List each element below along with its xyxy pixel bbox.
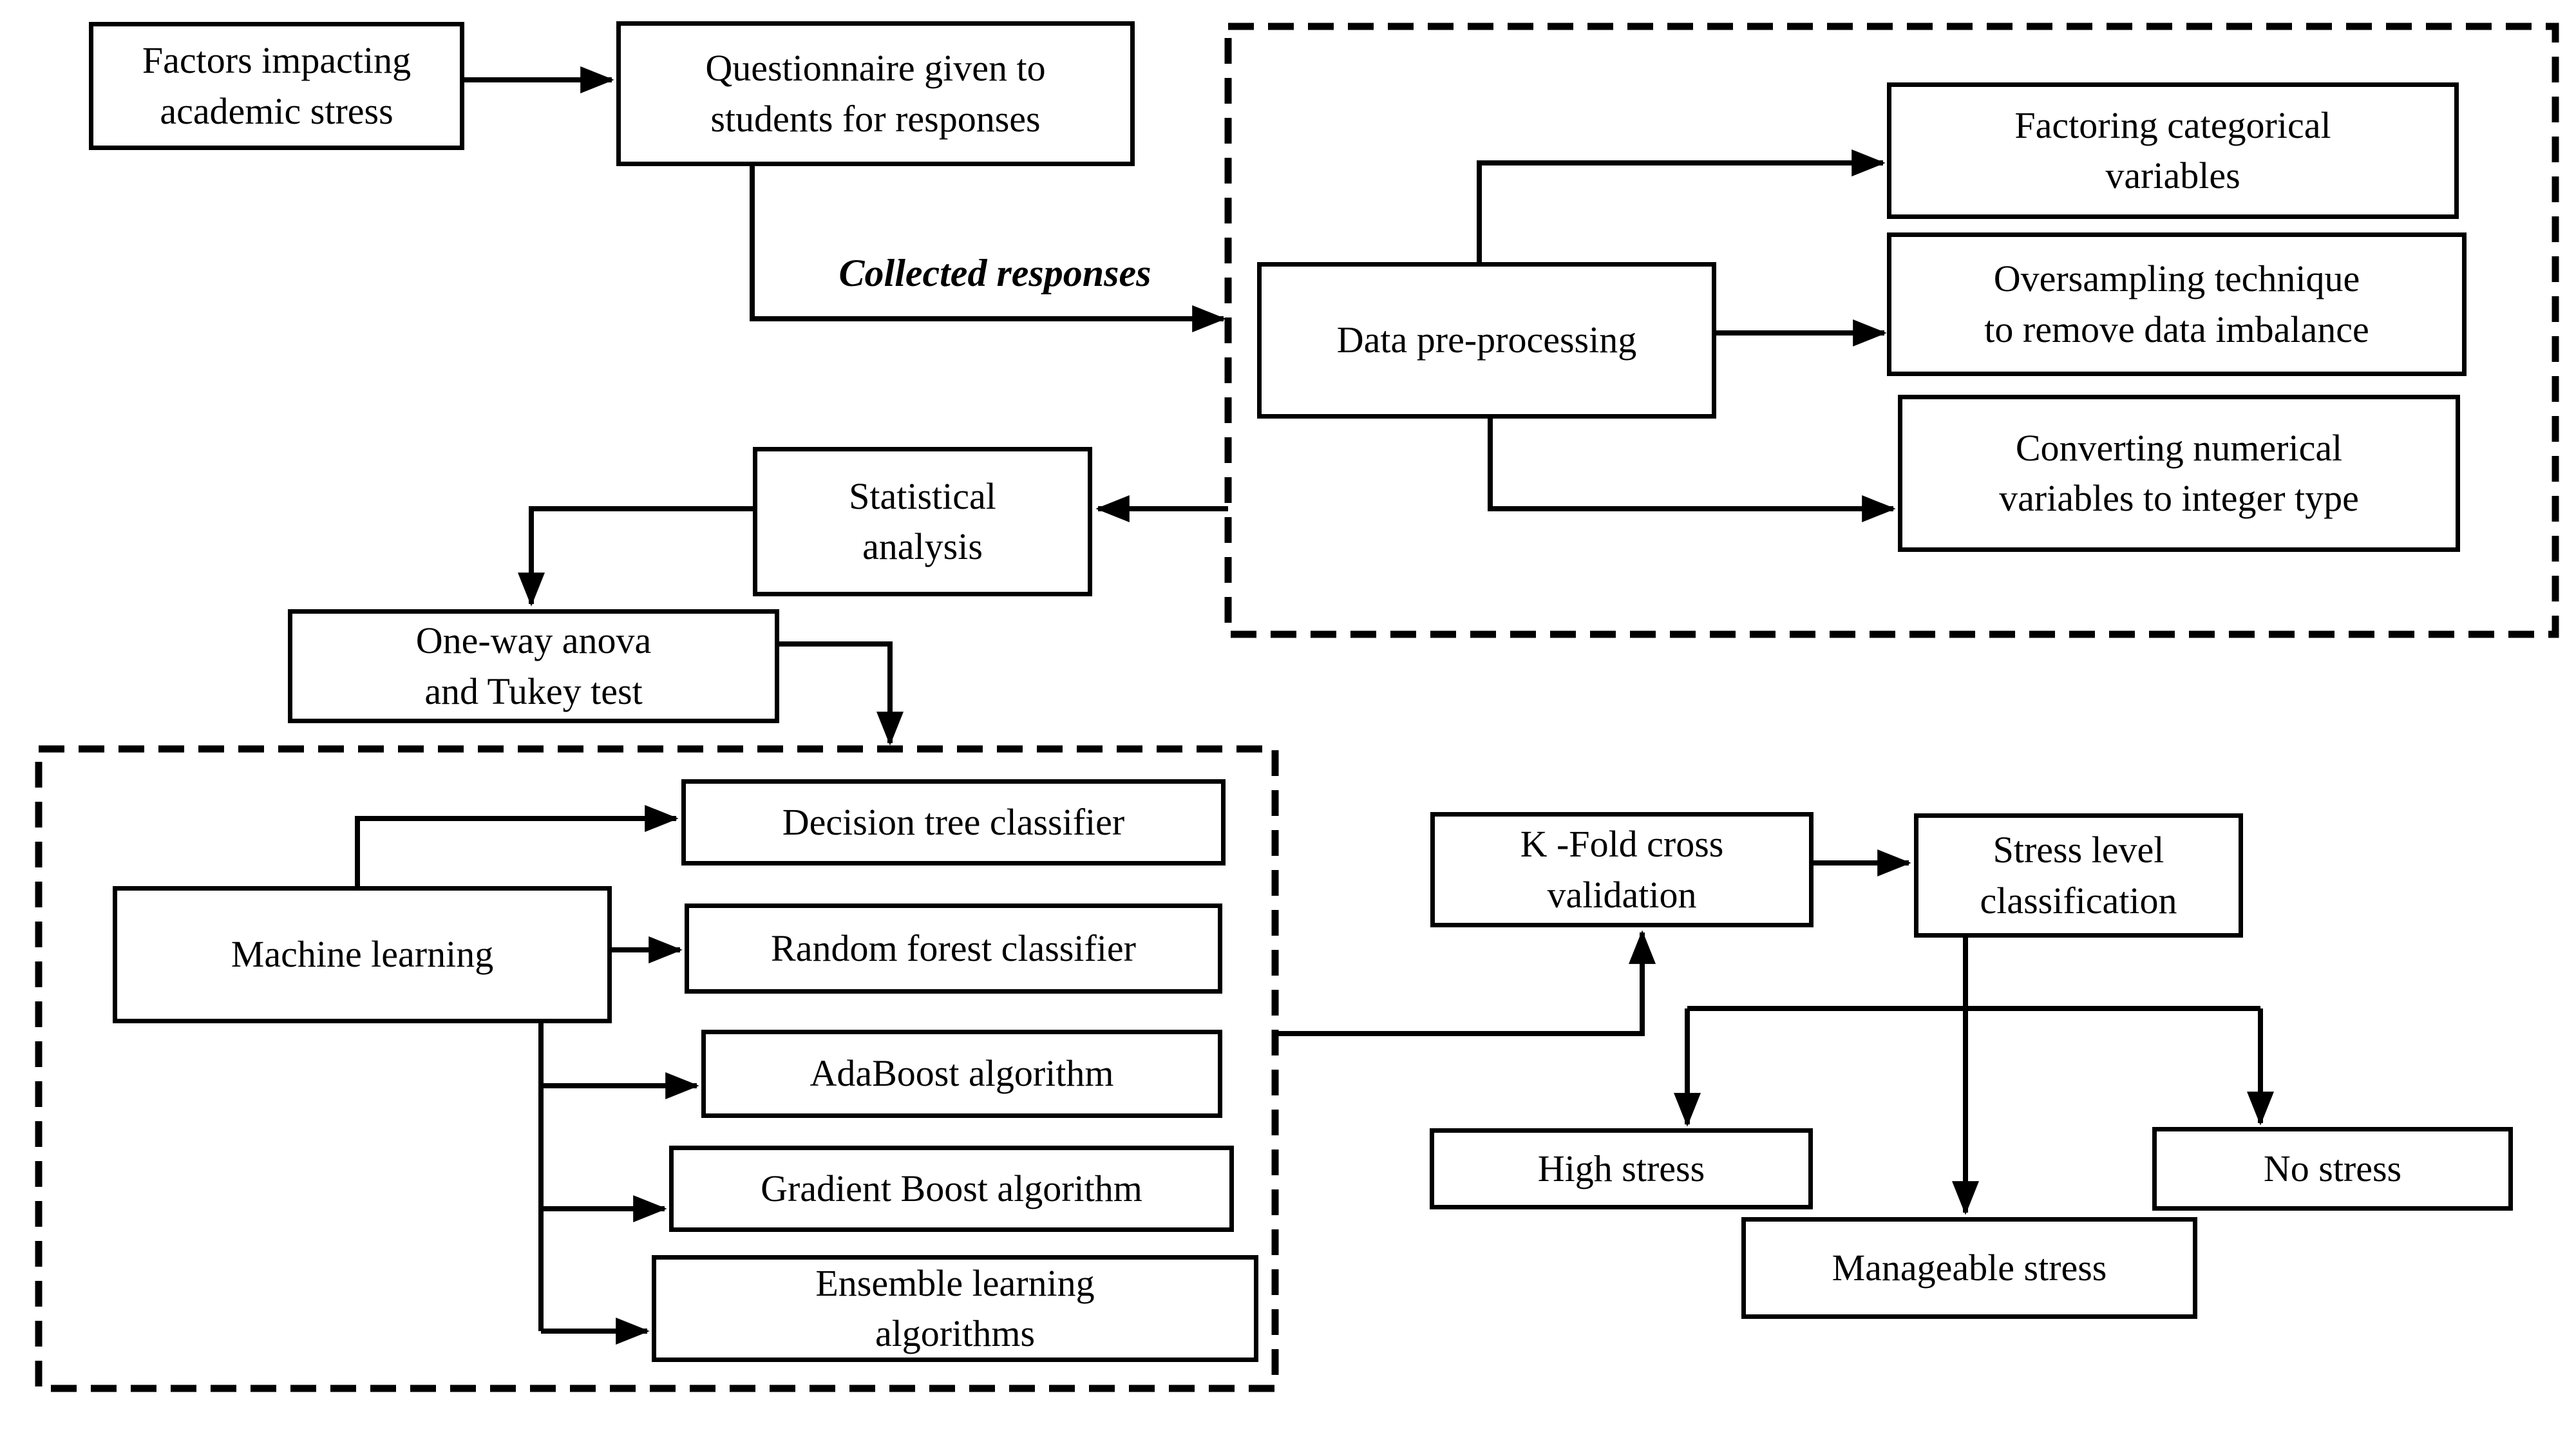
node-label: Factoring categorical variables	[2014, 104, 2331, 196]
node-gradient-boost-algorithm: Gradient Boost algorithm	[669, 1146, 1234, 1232]
node-stress-level-classification: Stress level classification	[1914, 813, 2243, 938]
node-label: Machine learning	[231, 933, 494, 976]
node-label: Ensemble learning algorithms	[815, 1262, 1095, 1354]
node-adaboost-algorithm: AdaBoost algorithm	[701, 1030, 1222, 1118]
dashed-container-preprocessing	[1224, 23, 2559, 638]
node-no-stress: No stress	[2152, 1127, 2513, 1211]
node-label: AdaBoost algorithm	[810, 1052, 1114, 1095]
node-label: K -Fold cross validation	[1520, 823, 1724, 916]
node-decision-tree-classifier: Decision tree classifier	[681, 779, 1226, 866]
edge-oneway-to-ml-container	[779, 641, 904, 746]
dashed-container-machine-learning	[35, 745, 1279, 1392]
node-label: Statistical analysis	[849, 475, 996, 567]
node-questionnaire-given-to-students: Questionnaire given to students for resp…	[616, 21, 1135, 166]
node-label: Gradient Boost algorithm	[761, 1167, 1142, 1209]
edge-ml-container-to-kfold	[1275, 930, 1656, 1036]
node-label: Factors impacting academic stress	[142, 39, 412, 132]
edge-questionnaire-to-preprocessing	[750, 166, 1226, 332]
node-ensemble-learning-algorithms: Ensemble learning algorithms	[652, 1255, 1258, 1362]
node-label: Data pre-processing	[1336, 319, 1637, 361]
node-random-forest-classifier: Random forest classifier	[685, 903, 1222, 994]
node-factors-impacting-academic-stress: Factors impacting academic stress	[89, 22, 464, 150]
node-label: One-way anova and Tukey test	[415, 620, 652, 712]
node-manageable-stress: Manageable stress	[1741, 1217, 2197, 1319]
node-label: Random forest classifier	[771, 927, 1136, 969]
edge-preprocessing-to-factoring	[1477, 149, 1886, 262]
node-machine-learning: Machine learning	[113, 886, 612, 1023]
node-label: Manageable stress	[1832, 1246, 2107, 1289]
node-statistical-analysis: Statistical analysis	[753, 447, 1092, 596]
node-high-stress: High stress	[1430, 1128, 1813, 1209]
node-label: High stress	[1537, 1147, 1705, 1189]
node-factoring-categorical-variables: Factoring categorical variables	[1887, 82, 2459, 219]
node-label: Stress level classification	[1980, 829, 2177, 922]
collected-responses-label: Collected responses	[838, 252, 1151, 294]
node-label: Questionnaire given to students for resp…	[705, 47, 1046, 140]
node-k-fold-cross-validation: K -Fold cross validation	[1430, 812, 1814, 927]
node-converting-numerical-variables: Converting numerical variables to intege…	[1898, 395, 2460, 552]
edge-statistical-to-oneway	[518, 506, 753, 607]
node-label: Decision tree classifier	[782, 800, 1125, 843]
node-label: Converting numerical variables to intege…	[1999, 426, 2359, 519]
edge-ml-to-decision-tree	[355, 805, 679, 886]
node-data-pre-processing: Data pre-processing	[1257, 262, 1716, 419]
node-label: Oversampling technique to remove data im…	[1984, 258, 2369, 350]
edge-preprocessing-to-converting	[1488, 419, 1896, 522]
node-one-way-anova-tukey: One-way anova and Tukey test	[288, 609, 779, 723]
node-oversampling-technique: Oversampling technique to remove data im…	[1887, 232, 2467, 376]
node-label: No stress	[2263, 1147, 2402, 1189]
